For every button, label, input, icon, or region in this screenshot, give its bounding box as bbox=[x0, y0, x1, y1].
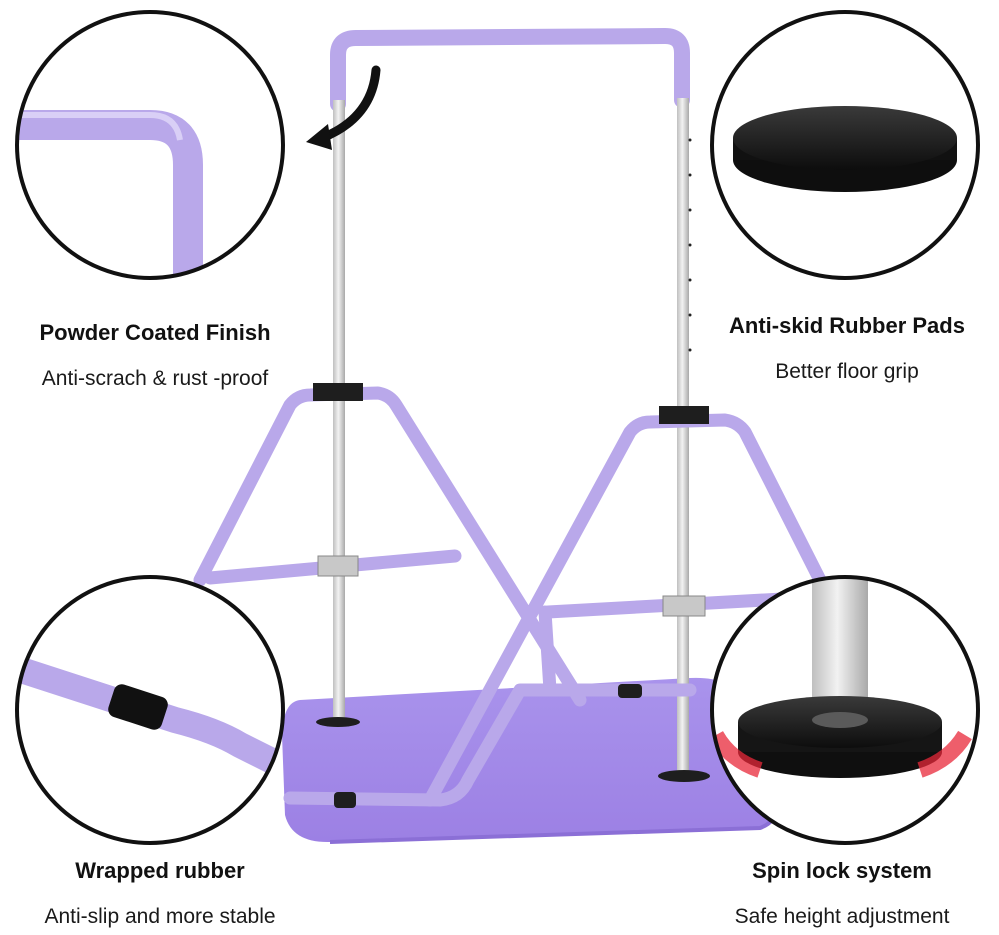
right-pole bbox=[677, 98, 689, 776]
clamp bbox=[313, 383, 363, 401]
feature-powder-coated: Powder Coated Finish Anti-scrach & rust … bbox=[10, 320, 300, 392]
left-pole bbox=[333, 100, 345, 720]
feature-subtitle: Anti-scrach & rust -proof bbox=[41, 367, 269, 390]
rubber-sleeve bbox=[618, 684, 642, 698]
rubber-pad-closeup bbox=[712, 12, 978, 278]
feature-subtitle: Safe height adjustment bbox=[734, 905, 950, 928]
feature-title: Anti-skid Rubber Pads bbox=[729, 313, 965, 338]
curved-arrow-icon bbox=[317, 65, 381, 143]
feature-subtitle: Anti-slip and more stable bbox=[44, 905, 276, 928]
feature-subtitle: Better floor grip bbox=[775, 360, 919, 383]
feature-wrapped-rubber: Wrapped rubber Anti-slip and more stable bbox=[10, 858, 310, 930]
feature-title: Spin lock system bbox=[752, 858, 932, 883]
feature-rubber-pads: Anti-skid Rubber Pads Better floor grip bbox=[712, 313, 982, 385]
floor-mat bbox=[282, 677, 777, 843]
feature-spin-lock: Spin lock system Safe height adjustment bbox=[712, 858, 972, 930]
feature-title: Powder Coated Finish bbox=[39, 320, 271, 345]
rotation-arrow-left bbox=[712, 730, 763, 778]
spin-lock-closeup bbox=[712, 577, 978, 843]
wrapped-tube-closeup bbox=[17, 577, 283, 843]
rubber-sleeve bbox=[334, 792, 356, 808]
feature-title: Wrapped rubber bbox=[75, 858, 245, 883]
foot-pad bbox=[316, 717, 360, 727]
bar-corner-closeup bbox=[17, 12, 283, 278]
top-bar bbox=[330, 27, 690, 112]
foot-pad bbox=[658, 770, 710, 782]
clamp bbox=[659, 406, 709, 424]
rotation-arrow-right bbox=[917, 730, 972, 778]
